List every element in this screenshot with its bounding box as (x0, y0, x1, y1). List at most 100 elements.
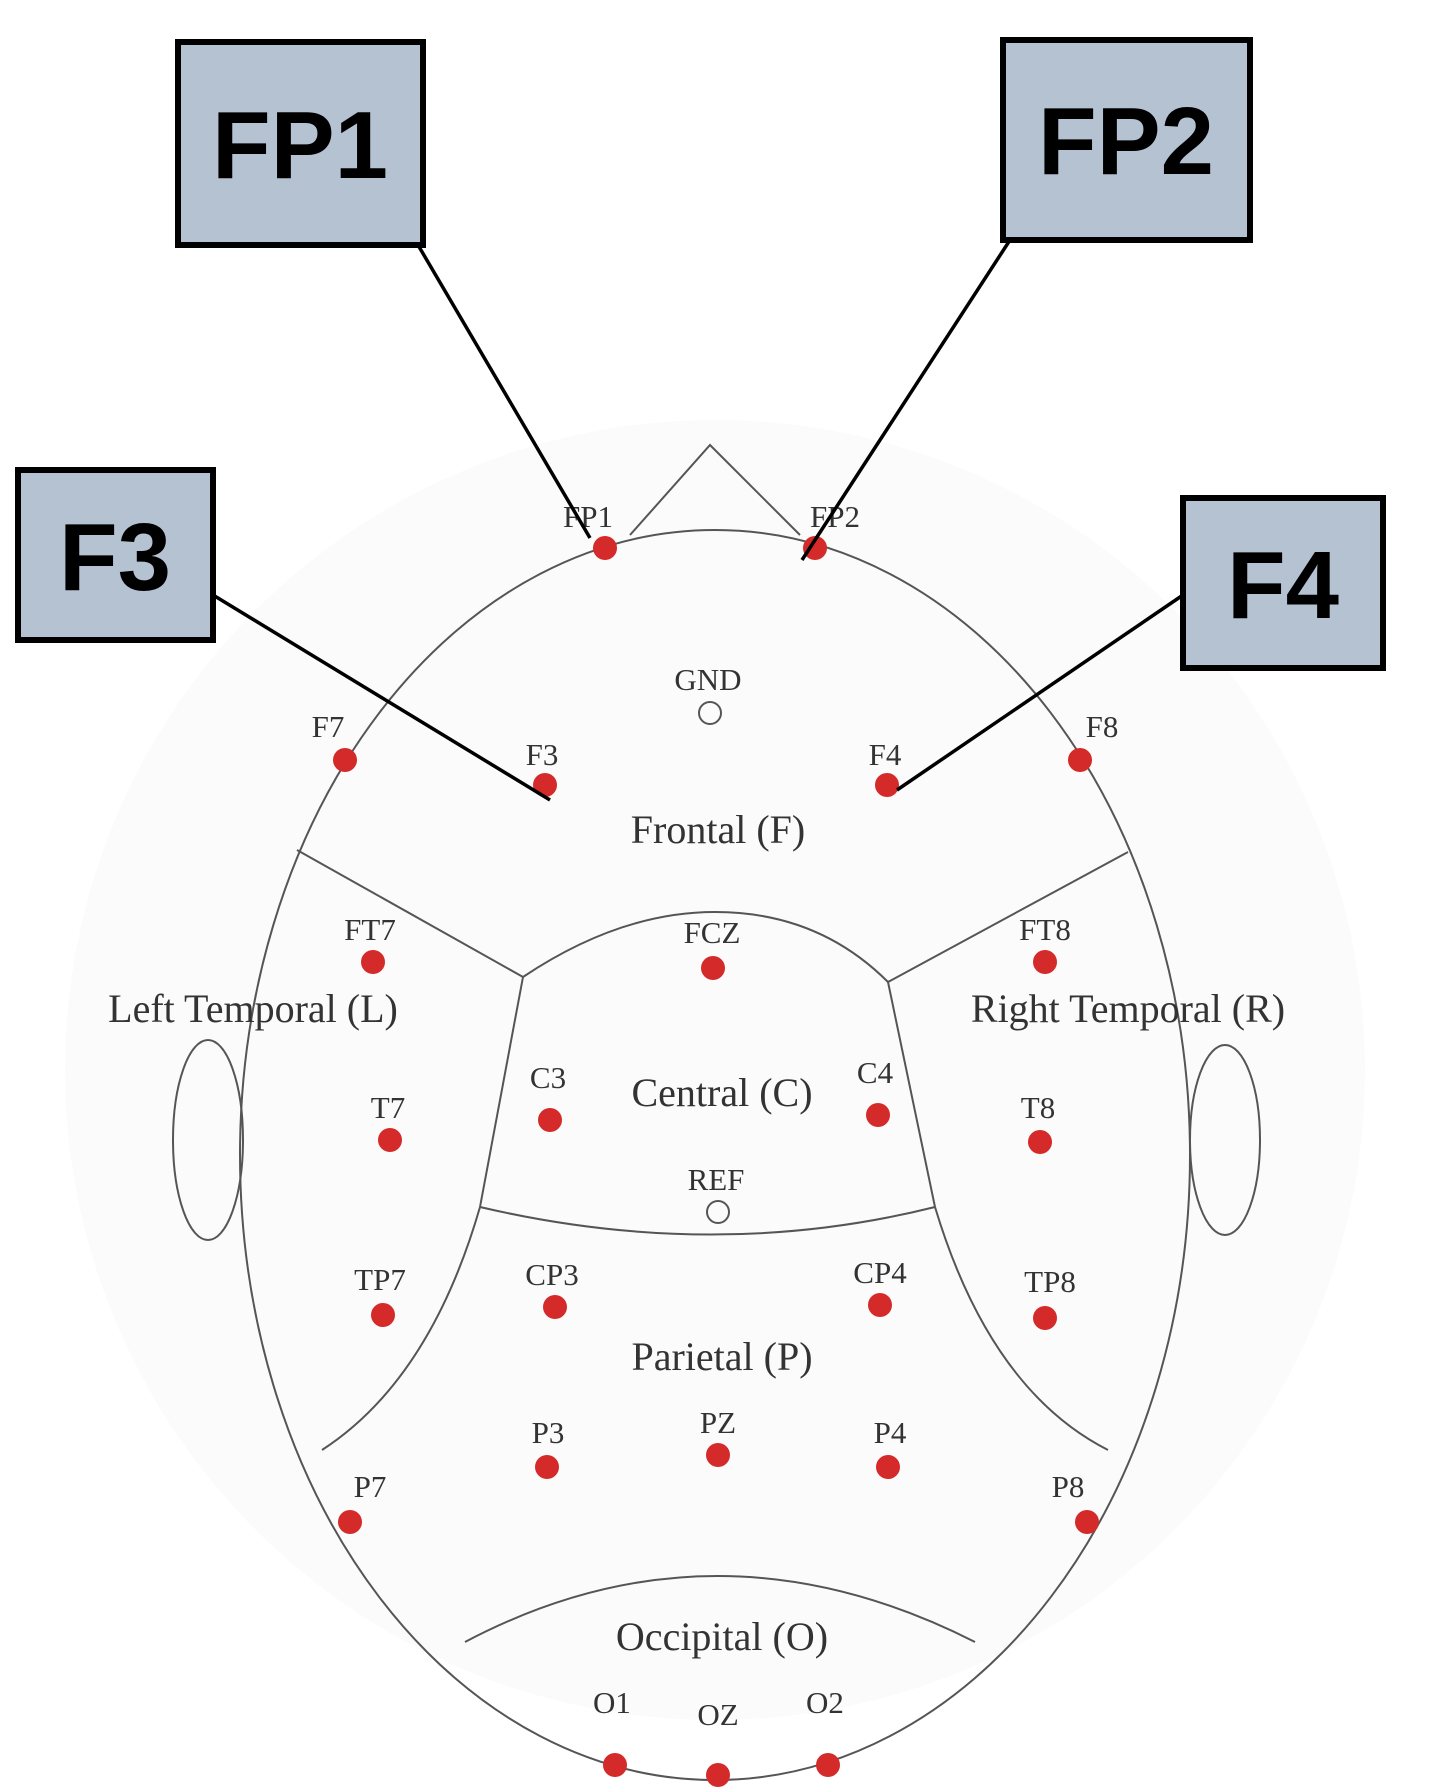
central-bottom-boundary (479, 1206, 936, 1236)
electrode-fp2: FP2 (803, 499, 860, 560)
electrode-label-oz: OZ (697, 1697, 738, 1732)
electrode-label-fcz: FCZ (684, 915, 741, 950)
electrode-label-t8: T8 (1021, 1090, 1055, 1125)
electrode-dot-tp8 (1033, 1306, 1057, 1330)
electrode-f3: F3 (526, 737, 559, 797)
electrode-f4: F4 (869, 737, 902, 797)
electrode-dot-p8 (1075, 1510, 1099, 1534)
callout-line-fp1 (416, 244, 592, 539)
electrode-label-o2: O2 (806, 1685, 844, 1720)
reference-points: GND REF (674, 662, 745, 1224)
callout-text-f4: F4 (1227, 532, 1339, 639)
electrode-dot-tp7 (371, 1303, 395, 1327)
callout-f3: F3 (15, 467, 551, 802)
callout-fp1: FP1 (175, 39, 592, 539)
right-temporal-boundary (934, 1206, 1109, 1451)
electrode-dot-c3 (538, 1108, 562, 1132)
electrode-dot-cp3 (543, 1295, 567, 1319)
electrode-dot-f3 (533, 773, 557, 797)
electrode-cp4: CP4 (853, 1255, 907, 1317)
electrode-p3: P3 (532, 1415, 565, 1479)
electrode-dot-ft7 (361, 950, 385, 974)
region-boundaries (296, 849, 1129, 1643)
central-right-boundary (887, 981, 936, 1208)
electrode-label-o1: O1 (593, 1685, 631, 1720)
electrode-c4: C4 (857, 1055, 894, 1127)
electrode-o1: O1 (593, 1685, 631, 1777)
ref-label: REF (688, 1162, 745, 1197)
electrode-oz: OZ (697, 1697, 739, 1787)
electrode-label-p7: P7 (354, 1469, 387, 1504)
electrode-dot-pz (706, 1443, 730, 1467)
electrode-dot-fp2 (803, 536, 827, 560)
electrode-t7: T7 (371, 1090, 405, 1152)
nose-outline (629, 443, 801, 536)
region-label-frontal: Frontal (F) (631, 807, 805, 852)
callout-layer: FP1 FP2 F3 F4 (15, 37, 1386, 802)
electrode-label-ft8: FT8 (1019, 912, 1071, 947)
electrode-dot-f4 (875, 773, 899, 797)
left-ear (172, 1039, 244, 1241)
electrode-dot-o1 (603, 1753, 627, 1777)
electrode-label-tp7: TP7 (354, 1262, 406, 1297)
electrode-cp3: CP3 (525, 1257, 579, 1319)
electrode-dot-p7 (338, 1510, 362, 1534)
ref-marker (706, 1200, 730, 1224)
electrode-label-f8: F8 (1086, 709, 1119, 744)
electrode-label-f7: F7 (312, 709, 345, 744)
occipital-boundary (464, 1575, 976, 1643)
electrode-fp1: FP1 (563, 499, 617, 560)
region-label-right-temporal: Right Temporal (R) (971, 986, 1285, 1031)
electrode-dot-t7 (378, 1128, 402, 1152)
electrode-label-t7: T7 (371, 1090, 405, 1125)
electrode-dot-f8 (1068, 748, 1092, 772)
electrode-dot-p3 (535, 1455, 559, 1479)
region-label-left-temporal: Left Temporal (L) (108, 986, 398, 1031)
electrode-p7: P7 (338, 1469, 386, 1534)
electrode-label-fp2: FP2 (810, 499, 860, 534)
callout-line-fp2 (800, 239, 1012, 561)
electrode-tp7: TP7 (354, 1262, 406, 1327)
electrode-label-p3: P3 (532, 1415, 565, 1450)
callout-text-fp2: FP2 (1038, 88, 1214, 195)
electrode-c3: C3 (530, 1060, 566, 1132)
region-label-central: Central (C) (631, 1070, 812, 1115)
gnd-label: GND (674, 662, 741, 697)
electrode-f7: F7 (312, 709, 357, 772)
frontal-boundary (296, 849, 1129, 984)
electrode-ft7: FT7 (344, 912, 396, 974)
electrode-dot-c4 (866, 1103, 890, 1127)
electrode-f8: F8 (1068, 709, 1118, 772)
electrode-dot-t8 (1028, 1130, 1052, 1154)
electrode-label-cp3: CP3 (525, 1257, 578, 1292)
region-labels: Frontal (F) Left Temporal (L) Right Temp… (108, 807, 1285, 1659)
callout-line-f4 (896, 593, 1184, 792)
region-label-parietal: Parietal (P) (631, 1334, 812, 1379)
electrode-label-f3: F3 (526, 737, 559, 772)
electrode-dot-oz (706, 1763, 730, 1787)
callout-text-f3: F3 (59, 504, 171, 611)
callout-text-fp1: FP1 (212, 92, 388, 199)
callout-box-fp2 (1000, 37, 1253, 243)
electrode-label-ft7: FT7 (344, 912, 396, 947)
electrode-t8: T8 (1021, 1090, 1055, 1154)
electrode-o2: O2 (806, 1685, 844, 1777)
callout-box-fp1 (175, 39, 426, 248)
electrode-dot-p4 (876, 1455, 900, 1479)
background-circle (65, 420, 1365, 1720)
electrode-label-pz: PZ (700, 1405, 736, 1440)
electrode-label-p8: P8 (1052, 1469, 1085, 1504)
electrode-layer: FP1 FP2 F7 F3 F4 F8 FT7 FCZ (312, 499, 1118, 1787)
region-label-occipital: Occipital (O) (616, 1614, 828, 1659)
electrode-label-p4: P4 (874, 1415, 907, 1450)
electrode-dot-f7 (333, 748, 357, 772)
electrode-p8: P8 (1052, 1469, 1099, 1534)
electrode-dot-ft8 (1033, 950, 1057, 974)
electrode-ft8: FT8 (1019, 912, 1071, 974)
electrode-dot-o2 (816, 1753, 840, 1777)
central-left-boundary (479, 976, 524, 1208)
right-ear (1189, 1044, 1261, 1236)
electrode-label-c4: C4 (857, 1055, 894, 1090)
electrode-fcz: FCZ (684, 915, 741, 980)
